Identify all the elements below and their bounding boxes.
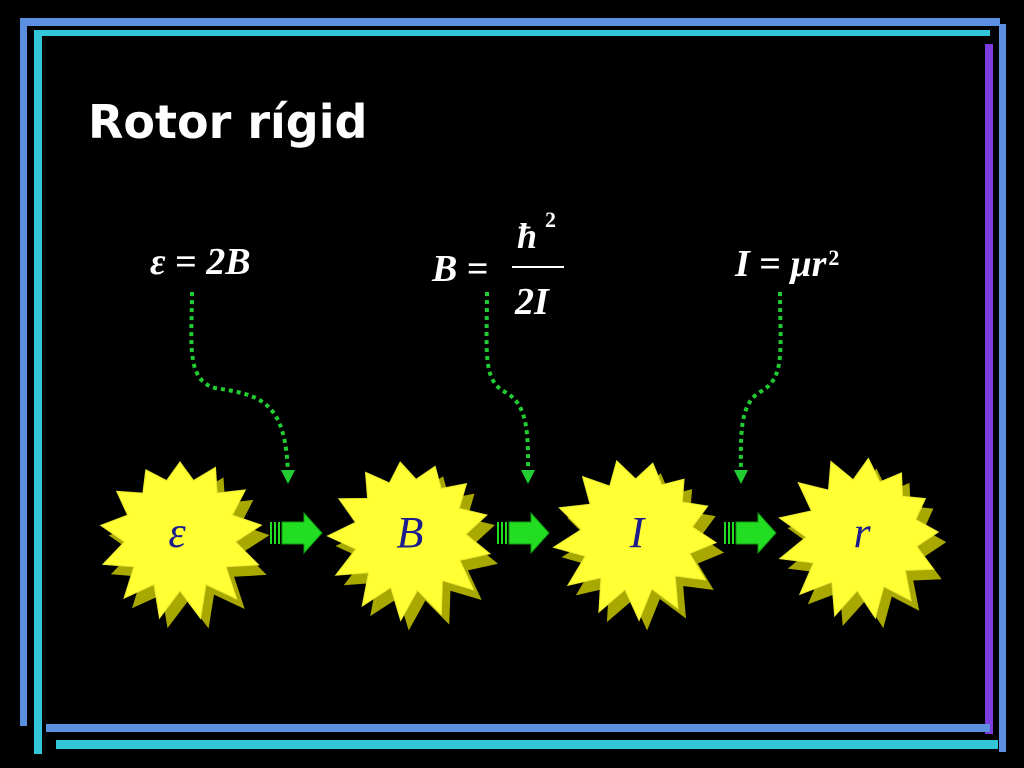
fraction-bar: [512, 266, 564, 268]
frame-bottom-bar: [46, 724, 990, 732]
equation-rotconst-denominator: 2I: [515, 281, 549, 323]
equation-energy-op: =: [175, 241, 197, 283]
dotted-arrowhead-rotconst: [521, 470, 535, 484]
flow-arrow-stripe-inertia-to-radius-0: [724, 522, 726, 544]
frame-right-bar-blue: [999, 24, 1006, 752]
dotted-arrowhead-inertia: [734, 470, 748, 484]
frame-top-bar-inner: [34, 30, 990, 36]
equation-rotconst-op: =: [466, 248, 489, 290]
frame-left-bar-inner: [34, 36, 42, 754]
equation-inertia-lhs: I: [735, 243, 750, 285]
frame-bottom-bar-inner: [56, 740, 998, 749]
flow-arrow-stripe-inertia-to-radius-2: [732, 522, 734, 544]
flow-arrow-stripe-energy-to-rotconst-1: [274, 522, 276, 544]
frame-top-bar: [20, 18, 1000, 26]
flow-arrow-stripe-rotconst-to-inertia-1: [501, 522, 503, 544]
flow-arrow-stripe-rotconst-to-inertia-0: [497, 522, 499, 544]
starburst-icon-rotconst: [326, 461, 492, 622]
equation-inertia-op: =: [759, 243, 781, 285]
flow-arrow-rotconst-to-inertia: [508, 511, 550, 555]
flow-arrow-energy-to-rotconst: [281, 511, 323, 555]
frame-right-bar-purple: [985, 44, 993, 734]
node-label-radius: r: [853, 508, 871, 557]
flow-arrow-stripe-rotconst-to-inertia-2: [505, 522, 507, 544]
equation-energy-lhs: ε: [150, 241, 166, 283]
frame-left-bar: [20, 26, 27, 726]
equation-rotconst-numerator: ħ: [517, 216, 538, 256]
flow-arrow-inertia-to-radius: [735, 511, 777, 555]
equation-rotconst-numerator-power: 2: [545, 207, 556, 232]
equation-inertia-rhs: μr: [790, 243, 827, 285]
equation-inertia-power: 2: [828, 245, 840, 270]
node-label-inertia: I: [629, 508, 645, 557]
flow-arrow-stripe-inertia-to-radius-1: [728, 522, 730, 544]
node-label-energy: ε: [168, 508, 186, 557]
equation-inertia: I = μr2: [735, 242, 839, 286]
equation-energy-rhs: 2B: [206, 241, 251, 283]
dotted-arrow-inertia: [738, 291, 783, 479]
dotted-arrow-energy: [189, 291, 290, 479]
starburst-icon-radius: [778, 457, 940, 620]
equation-rotconst-lhs: B: [432, 248, 458, 290]
dotted-arrow-rotconst: [484, 291, 531, 479]
flow-arrow-stripe-energy-to-rotconst-2: [278, 522, 280, 544]
dotted-arrowhead-energy: [281, 470, 295, 484]
slide-title: Rotor rígid: [88, 95, 368, 149]
equation-rotconst-lhs-group: B =: [432, 247, 489, 291]
node-label-rotconst: B: [396, 508, 424, 557]
flow-arrow-stripe-energy-to-rotconst-0: [270, 522, 272, 544]
starburst-icon-inertia: [552, 459, 718, 622]
equation-energy: ε = 2B: [150, 240, 251, 284]
starburst-icon-energy: [99, 461, 263, 620]
